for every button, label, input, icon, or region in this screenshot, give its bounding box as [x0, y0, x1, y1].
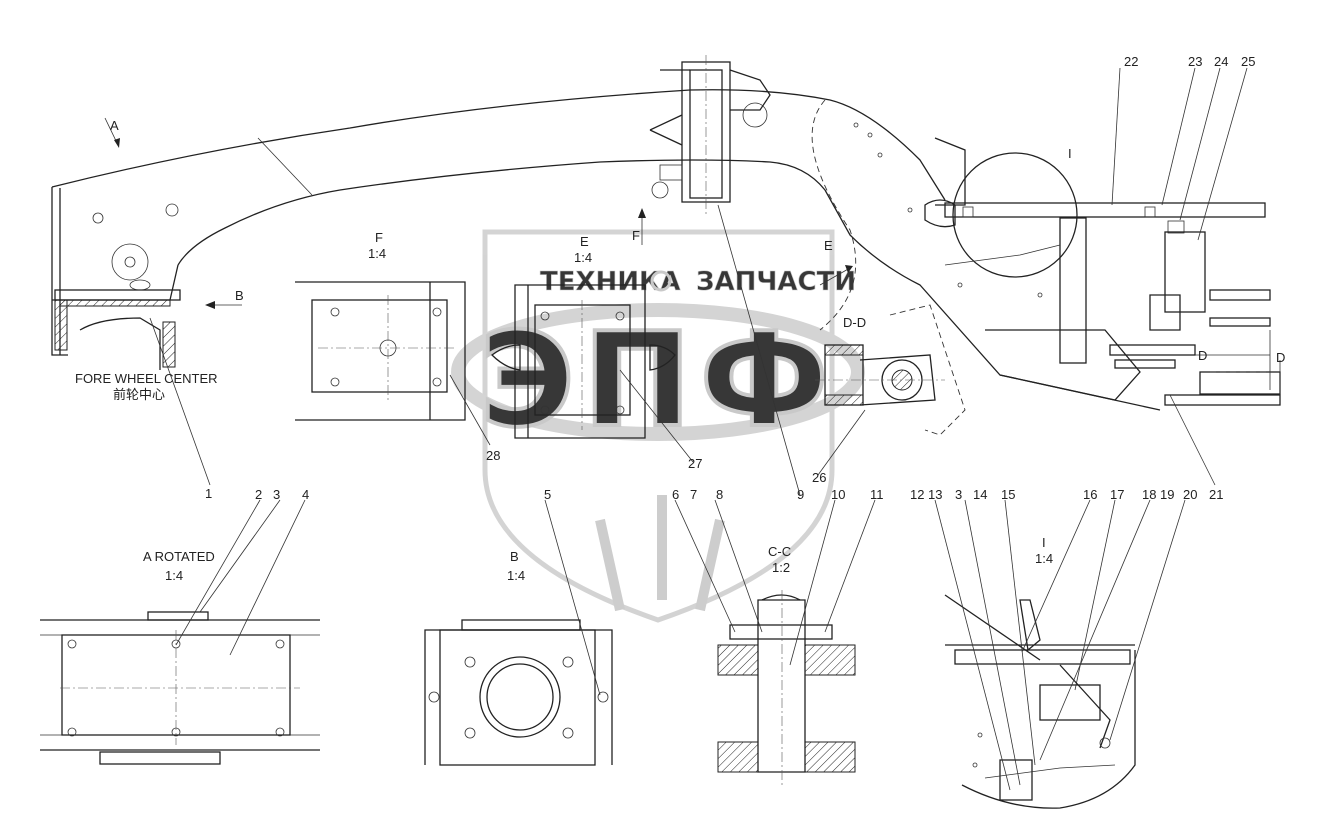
view-arrow-f-label: F	[632, 228, 640, 243]
section-d-right: D	[1276, 350, 1285, 365]
view-i-scale: 1:4	[1035, 551, 1053, 566]
view-arrow-a-label: A	[110, 118, 119, 133]
view-cc	[717, 590, 856, 785]
callout-26: 26	[812, 470, 826, 485]
callout-15: 15	[1001, 487, 1015, 502]
callout-24: 24	[1214, 54, 1228, 69]
callout-numbers-3-4: 3 4	[273, 487, 309, 502]
callout-16: 16	[1083, 487, 1097, 502]
callout-17: 17	[1110, 487, 1124, 502]
section-d-left: D	[1198, 348, 1207, 363]
callout-20: 20	[1183, 487, 1197, 502]
view-arrow-e-label: E	[824, 238, 833, 253]
labels: A B E F F 1:4 E 1:4 D-D D D A ROTATED 1:…	[75, 118, 1285, 583]
callout-8: 8	[716, 487, 723, 502]
view-a-rotated-title: A ROTATED	[143, 549, 215, 564]
fore-wheel-center-note: FORE WHEEL CENTER	[75, 371, 218, 386]
watermark-big: ЭПФ	[479, 304, 836, 456]
view-f	[295, 281, 466, 421]
gear-icon	[650, 270, 672, 292]
view-b	[424, 619, 613, 766]
view-a-rotated	[40, 611, 320, 765]
callout-7: 7	[690, 487, 697, 502]
callout-19: 19	[1160, 487, 1174, 502]
view-a-rotated-scale: 1:4	[165, 568, 183, 583]
callout-13: 13	[928, 487, 942, 502]
fore-wheel-center-note-cn: 前轮中心	[113, 387, 165, 402]
view-dd-title: D-D	[843, 315, 866, 330]
callout-18: 18	[1142, 487, 1156, 502]
detail-i-marker: I	[1068, 146, 1072, 161]
main-frame-view	[51, 55, 1281, 411]
view-b-scale: 1:4	[507, 568, 525, 583]
view-i-title: I	[1042, 535, 1046, 550]
watermark: ТЕХНИКА ЗАПЧАСТИ ЭПФ	[451, 229, 865, 623]
view-arrow-b-label: B	[235, 288, 244, 303]
callout-27: 27	[688, 456, 702, 471]
view-e-title: E	[580, 234, 589, 249]
callout-11: 11	[870, 487, 884, 502]
view-f-title: F	[375, 230, 383, 245]
callout-3: 3	[273, 487, 280, 502]
callout-4: 4	[302, 487, 309, 502]
callout-numbers: 1 2 5 6 7 8 9 10 11 12 13 3 14 15 16 17 …	[205, 54, 1255, 502]
view-dd	[815, 304, 966, 436]
view-cc-title: C-C	[768, 544, 791, 559]
callout-28: 28	[486, 448, 500, 463]
view-i	[944, 594, 1136, 809]
view-f-scale: 1:4	[368, 246, 386, 261]
callout-23: 23	[1188, 54, 1202, 69]
callout-1: 1	[205, 486, 212, 501]
callout-9: 9	[797, 487, 804, 502]
callout-3b: 3	[955, 487, 962, 502]
watermark-text-right: ЗАПЧАСТИ	[696, 267, 856, 297]
callout-25: 25	[1241, 54, 1255, 69]
callout-12: 12	[910, 487, 924, 502]
view-b-title: B	[510, 549, 519, 564]
callout-21: 21	[1209, 487, 1223, 502]
callout-14: 14	[973, 487, 987, 502]
callout-5: 5	[544, 487, 551, 502]
callout-22: 22	[1124, 54, 1138, 69]
view-e	[491, 284, 676, 439]
wheat-icon	[595, 495, 725, 612]
view-e-scale: 1:4	[574, 250, 592, 265]
callout-6: 6	[672, 487, 679, 502]
callout-2: 2	[255, 487, 262, 502]
view-cc-scale: 1:2	[772, 560, 790, 575]
view-arrows	[104, 117, 1281, 395]
callout-10: 10	[831, 487, 845, 502]
leader-lines	[149, 67, 1248, 791]
